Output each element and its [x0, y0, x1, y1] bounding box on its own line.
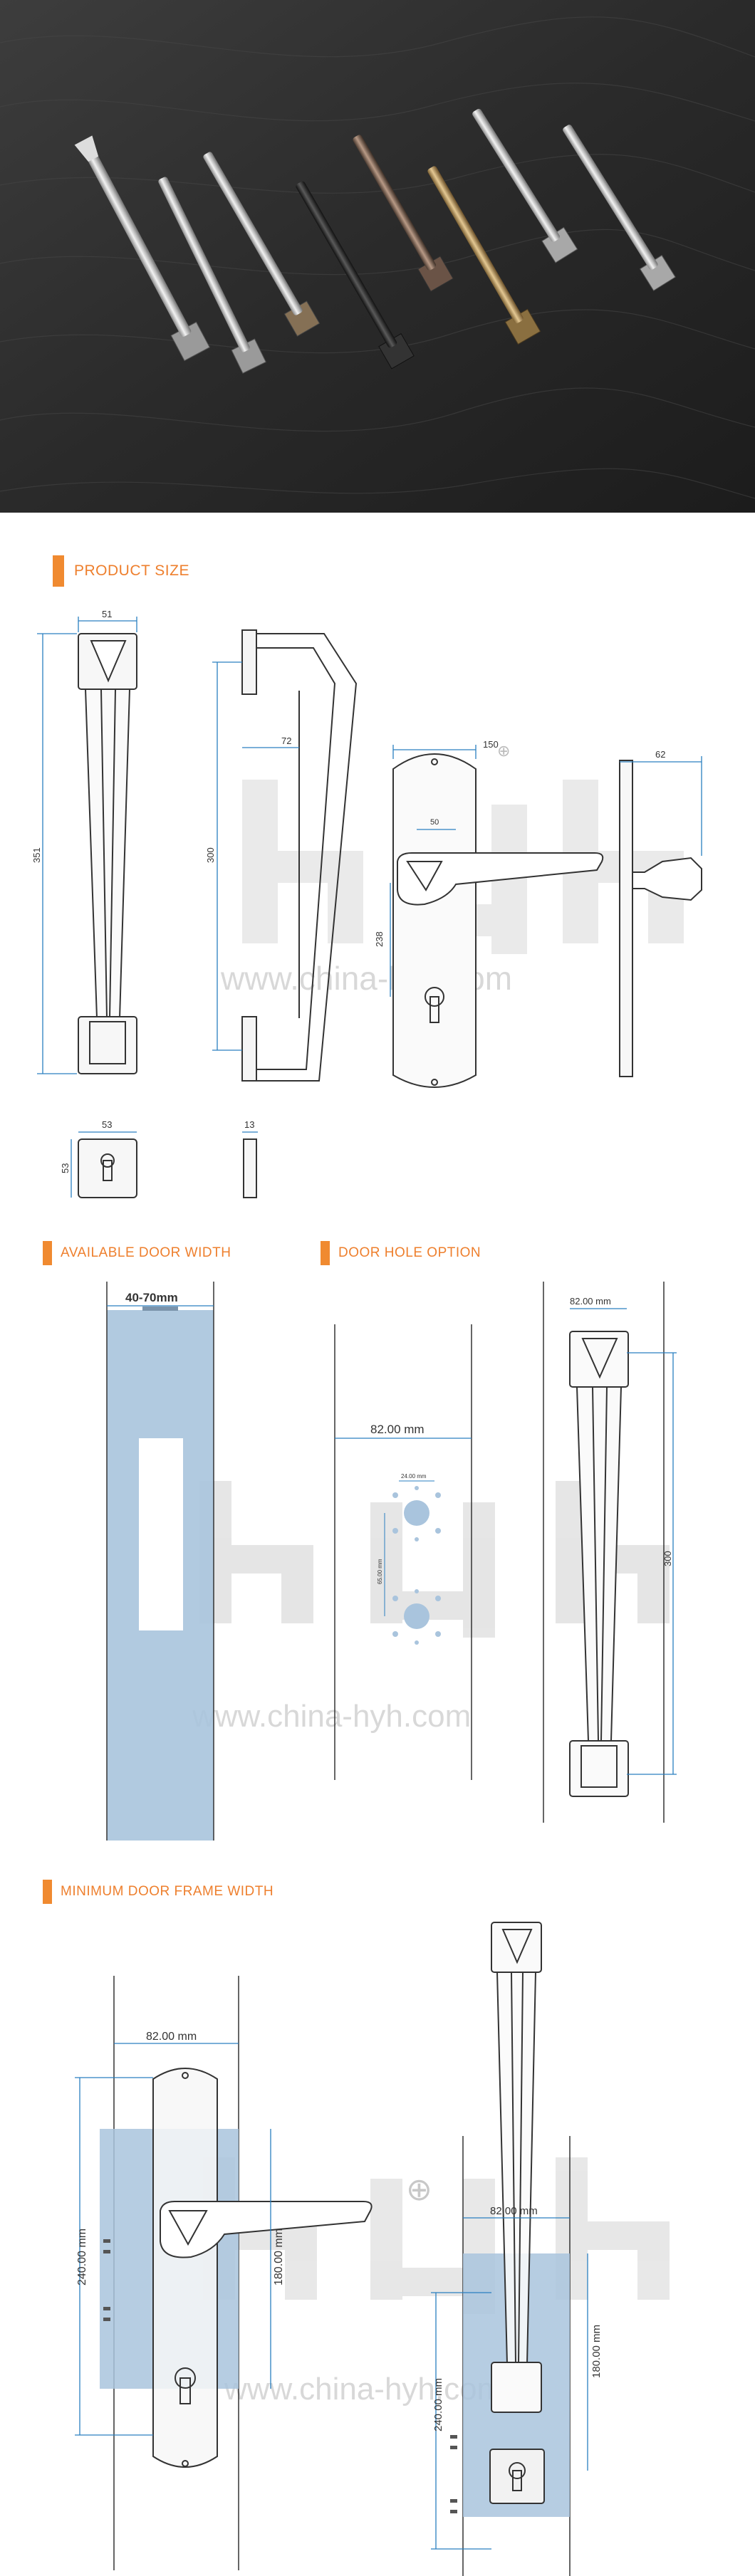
dimension-lines-plate-side [620, 756, 702, 856]
heading-accent-bar [53, 555, 64, 587]
brand-mark: ⊕ [497, 742, 510, 760]
heading-accent-bar [43, 1241, 52, 1265]
dim-frame-backset-right: 82.00 mm [490, 2205, 538, 2217]
dim-plate-238: 238 [374, 931, 385, 947]
dimension-lines-plate [390, 745, 477, 997]
dim-centers-300: 300 [205, 847, 216, 863]
dimension-lines-side [212, 661, 299, 1051]
plate-lever-side-view [619, 760, 702, 1077]
watermark-url: www.china-hyh.com [192, 1699, 471, 1734]
heading-accent-bar [43, 1880, 52, 1904]
door-frame-drawing: ⊕ www.china-hyh.com 82.00 mm 240.00 mm 1… [75, 1922, 670, 2576]
handle-front-view [78, 633, 137, 1074]
dimension-lines-frame-right [431, 2253, 588, 2550]
door-width-range: 40-70mm [125, 1291, 178, 1304]
heading-text: AVAILABLE DOOR WIDTH [61, 1245, 231, 1260]
section-heading-product-size: PRODUCT SIZE [53, 555, 189, 587]
dim-width-51: 51 [102, 609, 112, 619]
dimension-lines-installed [627, 1352, 677, 1775]
door-section [106, 1282, 214, 1841]
section-heading-hole-option: DOOR HOLE OPTION [321, 1241, 481, 1265]
heading-text: MINIMUM DOOR FRAME WIDTH [61, 1884, 274, 1899]
dimension-lines-frame-left [75, 2077, 271, 2436]
dim-hole-backset: 82.00 mm [370, 1423, 425, 1436]
dim-hole-centers: 65.00 mm [377, 1559, 383, 1584]
heading-accent-bar [321, 1241, 330, 1265]
dim-rose-53b: 53 [60, 1163, 71, 1173]
heading-text: DOOR HOLE OPTION [338, 1245, 481, 1260]
installed-door-edges [543, 1282, 665, 1823]
dim-installed-backset: 82.00 mm [570, 1296, 611, 1307]
product-size-drawing: www.china-hyh.com 51 351 72 300 [31, 609, 702, 1198]
watermark-url: www.china-hyh.com [224, 2372, 503, 2407]
dim-frame-180-right: 180.00 mm [590, 2325, 603, 2378]
dim-hole-spacing: 24.00 mm [401, 1473, 427, 1480]
dim-frame-240-right: 240.00 mm [432, 2378, 444, 2431]
dim-rose-13: 13 [244, 1119, 254, 1130]
dimension-lines-escutcheon [71, 1131, 258, 1198]
lock-screws-right [450, 2435, 457, 2513]
lock-screws-left [103, 2239, 110, 2321]
dim-rose-53a: 53 [102, 1119, 112, 1130]
handle-side-view [241, 629, 358, 1082]
dim-plate-150: 150 [483, 739, 499, 750]
mounting-hole-bottom [392, 1589, 441, 1645]
plate-lever-installed [152, 2068, 373, 2468]
dim-center-50: 50 [430, 818, 439, 827]
hole-option-door [334, 1324, 472, 1780]
handle-installed [569, 1331, 629, 1797]
heading-text: PRODUCT SIZE [74, 562, 189, 579]
mounting-hole-top [392, 1486, 441, 1541]
escutcheon-side-view [243, 1138, 257, 1198]
dim-length-351: 351 [31, 847, 42, 863]
section-heading-frame-width: MINIMUM DOOR FRAME WIDTH [43, 1880, 274, 1904]
dimension-lines-front [37, 617, 137, 1074]
plate-lever-front-view [392, 753, 604, 1088]
section-heading-door-width: AVAILABLE DOOR WIDTH [43, 1241, 231, 1265]
dim-installed-300: 300 [662, 1551, 673, 1566]
dim-frame-240-left: 240.00 mm [76, 2229, 88, 2286]
dim-frame-180-left: 180.00 mm [273, 2229, 285, 2286]
escutcheon-front-view [78, 1138, 137, 1198]
dim-projection-62: 62 [655, 749, 665, 760]
product-photo [0, 0, 755, 513]
door-width-and-hole-drawing: www.china-hyh.com 40-70mm 82.00 mm 24.00… [106, 1282, 677, 1841]
pull-handle-installed [489, 1922, 545, 2504]
dim-depth-72: 72 [281, 735, 291, 746]
brand-mark: ⊕ [406, 2172, 432, 2207]
dim-frame-backset-left: 82.00 mm [146, 2031, 197, 2043]
